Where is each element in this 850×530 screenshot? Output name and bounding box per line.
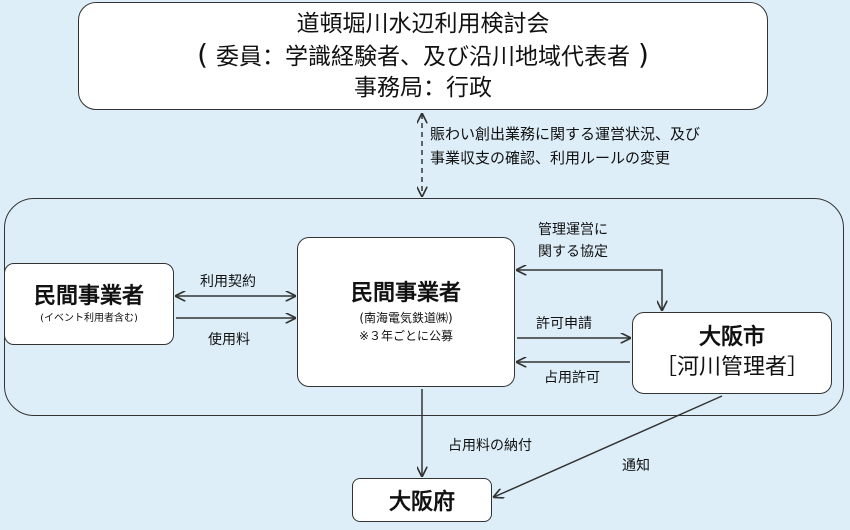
usage-fee-label: 使用料	[208, 332, 250, 348]
occupancy-permit-label: 占用許可	[544, 370, 600, 386]
committee-link-label-line2: 事業収支の確認、利用ルールの変更	[430, 149, 671, 167]
occupancy-fee-label: 占用料の納付	[448, 438, 532, 454]
private-operator-a-title: 民間事業者	[33, 284, 144, 309]
notification-arrow	[494, 395, 723, 497]
committee-secretariat: 事務局：行政	[354, 75, 492, 101]
osaka-city-subtitle: ［河川管理者］	[654, 355, 809, 380]
committee-title: 道頓堀川水辺利用検討会	[296, 11, 550, 37]
committee-members: (委員：学識経験者、及び沿川地域代表者)	[197, 38, 649, 71]
private-operator-b-title: 民間事業者	[350, 281, 461, 306]
agreement-label-line1: 管理運営に	[538, 222, 608, 238]
committee-box: 道頓堀川水辺利用検討会 (委員：学識経験者、及び沿川地域代表者) 事務局：行政	[78, 2, 768, 110]
permit-application-label: 許可申請	[536, 316, 592, 332]
private-operator-a-box: 民間事業者 (イベント利用者含む)	[4, 263, 174, 345]
osaka-prefecture-box: 大阪府	[352, 478, 492, 522]
contract-label: 利用契約	[200, 274, 256, 290]
private-operator-b-box: 民間事業者 (南海電気鉄道㈱) ※３年ごとに公募	[297, 237, 515, 387]
agreement-label-line2: 関する協定	[538, 244, 608, 260]
agreement-arrow	[517, 270, 662, 310]
notification-label: 通知	[622, 458, 650, 474]
osaka-prefecture-title: 大阪府	[388, 490, 455, 515]
private-operator-a-subtitle: (イベント利用者含む)	[40, 313, 138, 324]
osaka-city-box: 大阪市 ［河川管理者］	[632, 312, 832, 394]
private-operator-b-subtitle: (南海電気鉄道㈱)	[359, 311, 453, 325]
private-operator-b-note: ※３年ごとに公募	[358, 329, 454, 343]
committee-link-label-line1: 賑わい創出業務に関する運営状況、及び	[430, 125, 701, 143]
osaka-city-title: 大阪市	[698, 325, 765, 350]
